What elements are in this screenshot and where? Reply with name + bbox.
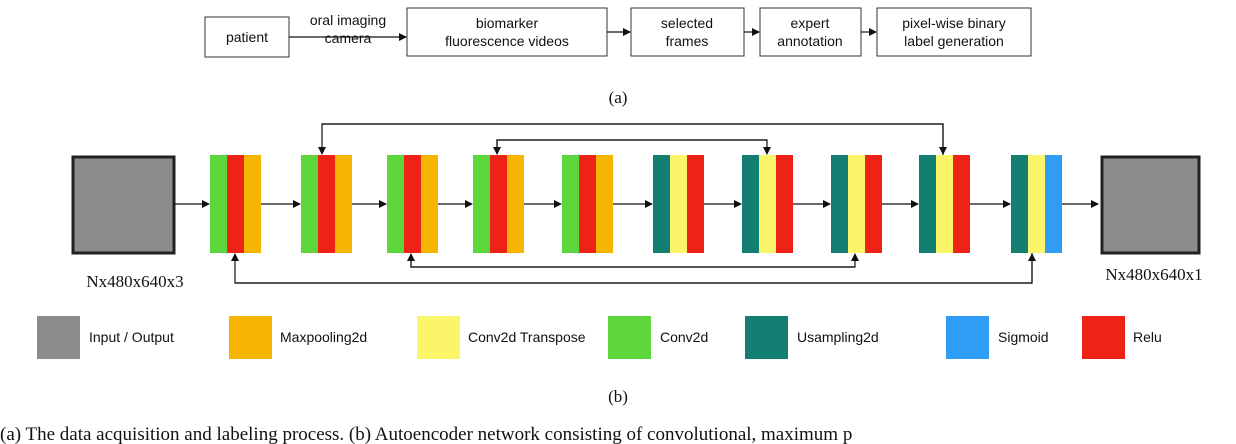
camera-label-line1: oral imaging <box>310 12 386 28</box>
skip-top-outer-reverse <box>322 123 947 155</box>
relu-stripe <box>687 155 704 253</box>
sigmoid-stripe <box>1045 155 1062 253</box>
convT-stripe <box>936 155 953 253</box>
layer-stack-6 <box>653 155 704 253</box>
layer-stack-1 <box>210 155 261 253</box>
relu-stripe <box>318 155 335 253</box>
convT-stripe <box>848 155 865 253</box>
convT-stripe <box>759 155 776 253</box>
relu-stripe <box>227 155 244 253</box>
conv2d-stripe <box>562 155 579 253</box>
layer-stack-4 <box>473 155 524 253</box>
legend-label-convT: Conv2d Transpose <box>468 329 586 345</box>
videos-label-line1: biomarker <box>476 15 539 31</box>
skip-bottom-outer-reverse <box>235 253 1036 284</box>
legend-label-conv2d: Conv2d <box>660 329 708 345</box>
conv2d-stripe <box>473 155 490 253</box>
relu-stripe <box>404 155 421 253</box>
videos-label-line2: fluorescence videos <box>445 33 569 49</box>
figure-caption: (a) The data acquisition and labeling pr… <box>0 424 852 444</box>
input-block <box>71 155 176 255</box>
panel-a-label: (a) <box>609 88 628 107</box>
skip-top-inner <box>496 139 771 155</box>
conv2d-stripe <box>387 155 404 253</box>
maxpool-stripe <box>335 155 352 253</box>
legend-label-relu: Relu <box>1133 329 1162 345</box>
annotation-label-line2: annotation <box>777 33 842 49</box>
convT-stripe <box>670 155 687 253</box>
output-dims: Nx480x640x1 <box>1105 265 1202 284</box>
legend-swatch-maxpool <box>229 316 272 359</box>
layer-stack-2 <box>301 155 352 253</box>
legend-label-upsample: Usampling2d <box>797 329 879 345</box>
labels-label-line1: pixel-wise binary <box>902 15 1005 31</box>
layer-stack-10 <box>1011 155 1062 253</box>
legend-swatch-relu <box>1082 316 1125 359</box>
legend-swatch-upsample <box>745 316 788 359</box>
upsample-stripe <box>919 155 936 253</box>
upsample-stripe <box>831 155 848 253</box>
upsample-stripe <box>742 155 759 253</box>
skip-top-inner-reverse <box>493 139 767 155</box>
videos-box <box>406 7 608 57</box>
layer-stack-5 <box>562 155 613 253</box>
layer-stacks <box>210 155 1062 253</box>
legend-swatch-io <box>37 316 80 359</box>
conv2d-stripe <box>210 155 227 253</box>
relu-stripe <box>865 155 882 253</box>
layer-stack-8 <box>831 155 882 253</box>
legend-swatch-sigmoid <box>946 316 989 359</box>
output-block <box>1100 155 1201 255</box>
conv2d-stripe <box>301 155 318 253</box>
annotation-box <box>759 7 862 57</box>
layer-stack-7 <box>742 155 793 253</box>
pipeline-diagram: patient oral imaging camera biomarker fl… <box>204 7 1032 107</box>
frames-box <box>630 7 745 57</box>
skip-bottom-inner <box>410 253 859 268</box>
layer-stack-9 <box>919 155 970 253</box>
legend-swatch-conv2d <box>608 316 651 359</box>
legend-label-maxpool: Maxpooling2d <box>280 329 367 345</box>
maxpool-stripe <box>507 155 524 253</box>
skip-bottom-inner-reverse <box>407 253 855 268</box>
input-dims: Nx480x640x3 <box>86 272 183 291</box>
upsample-stripe <box>1011 155 1028 253</box>
convT-stripe <box>1028 155 1045 253</box>
labels-box <box>876 7 1032 57</box>
legend-label-io: Input / Output <box>89 329 174 345</box>
maxpool-stripe <box>421 155 438 253</box>
skip-bottom-outer <box>231 253 1033 284</box>
frames-label-line2: frames <box>666 33 709 49</box>
maxpool-stripe <box>596 155 613 253</box>
maxpool-stripe <box>244 155 261 253</box>
patient-box <box>204 16 290 58</box>
relu-stripe <box>953 155 970 253</box>
legend-label-sigmoid: Sigmoid <box>998 329 1049 345</box>
skip-connections <box>231 123 1036 284</box>
relu-stripe <box>490 155 507 253</box>
legend: Input / Output Maxpooling2d Conv2d Transpo… <box>37 316 1162 359</box>
camera-label-line2: camera <box>325 30 372 46</box>
relu-stripe <box>579 155 596 253</box>
panel-b-label: (b) <box>608 387 628 406</box>
labels-label-line2: label generation <box>904 33 1004 49</box>
network-diagram: Nx480x640x3 Nx480x640x1 (b) <box>71 123 1203 406</box>
upsample-stripe <box>653 155 670 253</box>
frames-label-line1: selected <box>661 15 713 31</box>
layer-stack-3 <box>387 155 438 253</box>
legend-swatch-convT <box>417 316 460 359</box>
annotation-label-line1: expert <box>791 15 830 31</box>
patient-label: patient <box>226 29 268 45</box>
relu-stripe <box>776 155 793 253</box>
